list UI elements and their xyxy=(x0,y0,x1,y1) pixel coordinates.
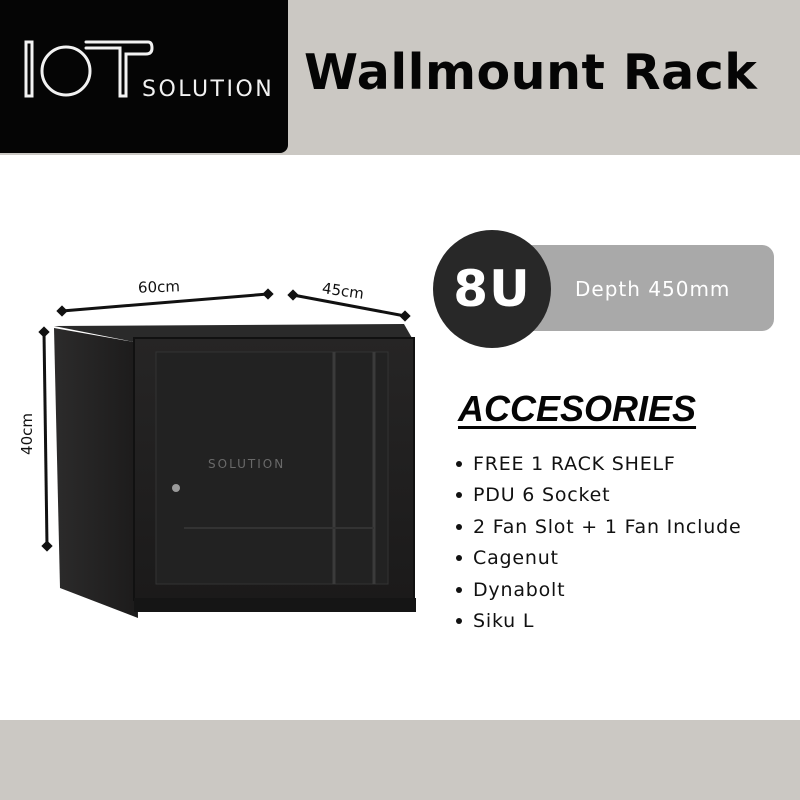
accessories-list: FREE 1 RACK SHELF PDU 6 Socket 2 Fan Slo… xyxy=(452,448,741,637)
watermark: SOLUTION xyxy=(208,457,285,471)
bullet-icon xyxy=(456,460,462,467)
list-item: FREE 1 RACK SHELF xyxy=(452,448,741,480)
dimension-width: 60cm xyxy=(137,277,181,297)
list-item: 2 Fan Slot + 1 Fan Include xyxy=(452,511,741,543)
bullet-icon xyxy=(456,555,462,562)
list-item: Cagenut xyxy=(452,543,741,575)
rack-units-badge: 8U xyxy=(433,230,551,348)
brand-wordmark: SOLUTION xyxy=(142,77,275,102)
footer-band xyxy=(0,720,800,800)
page-title: Wallmount Rack xyxy=(304,44,758,101)
bullet-icon xyxy=(456,586,462,593)
dimension-depth: 45cm xyxy=(320,279,366,303)
list-item: PDU 6 Socket xyxy=(452,480,741,512)
rack-units-label: 8U xyxy=(453,260,531,318)
bullet-icon xyxy=(456,618,462,625)
depth-label: Depth 450mm xyxy=(575,277,731,301)
bullet-icon xyxy=(456,523,462,530)
bullet-icon xyxy=(456,492,462,499)
list-item: Dynabolt xyxy=(452,574,741,606)
iot-logo-icon xyxy=(24,40,154,98)
accessories-heading: ACCESORIES xyxy=(458,388,697,429)
dimension-height: 40cm xyxy=(17,413,36,455)
brand-logo: SOLUTION xyxy=(0,0,288,153)
rack-cabinet-image: SOLUTION xyxy=(54,324,416,618)
list-item: Siku L xyxy=(452,606,741,638)
